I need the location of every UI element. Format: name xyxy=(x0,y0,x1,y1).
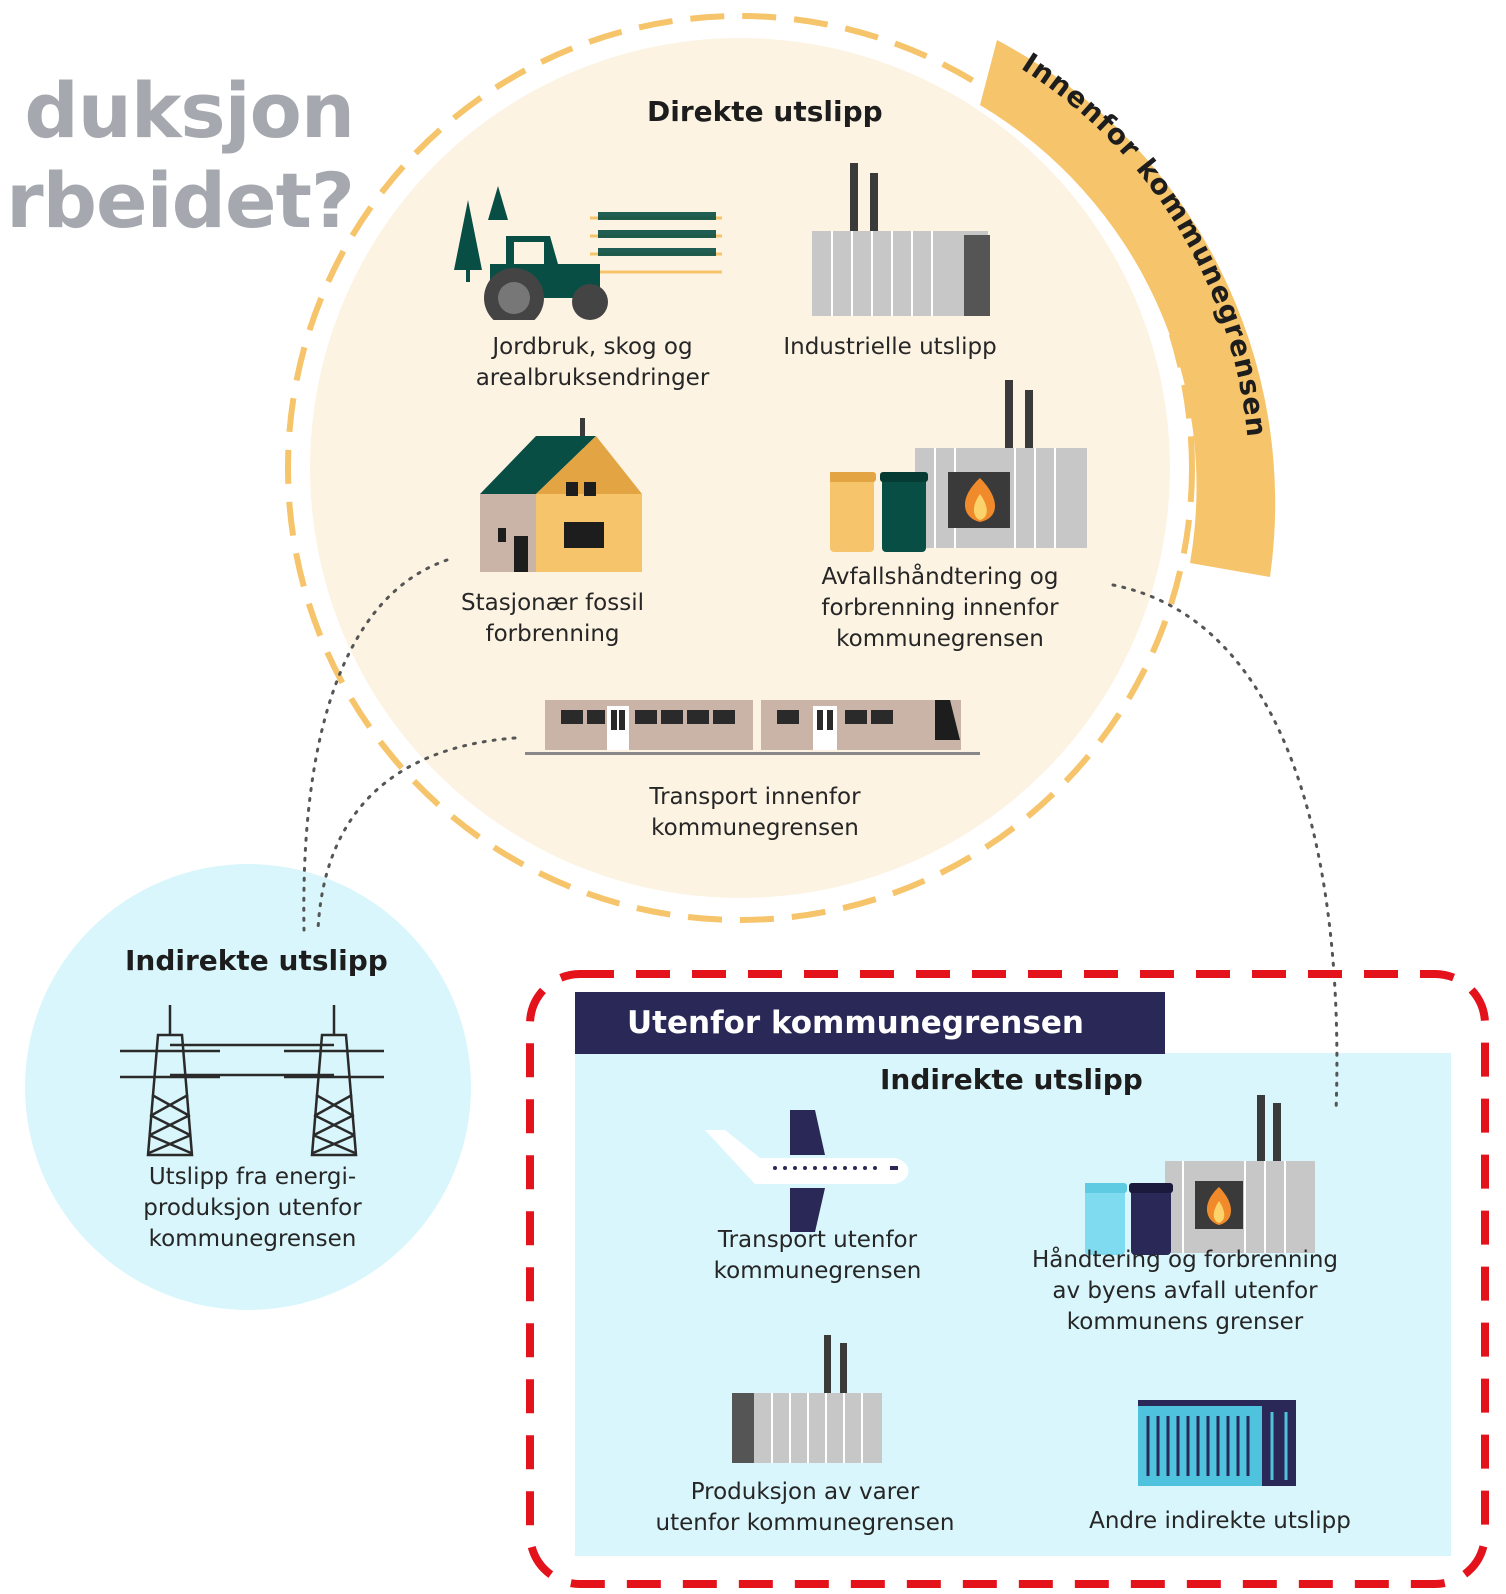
waste-incinerator-icon xyxy=(830,380,1087,552)
heading-line-1: duksjon xyxy=(24,66,355,155)
shipping-container-icon xyxy=(1138,1400,1296,1486)
agriculture-label: Jordbruk, skog og arealbruksendringer xyxy=(475,334,710,391)
train-icon xyxy=(525,700,980,755)
goods-production-label: Produksjon av varer utenfor kommunegrens… xyxy=(655,1479,955,1536)
energy-title: Indirekte utslipp xyxy=(125,944,388,977)
transport-inside-label: Transport innenfor kommunegrensen xyxy=(649,784,861,841)
factory-icon xyxy=(812,163,990,316)
waste-outside-label: Håndtering og forbrenning av byens avfal… xyxy=(1031,1247,1339,1335)
boundary-ribbon xyxy=(980,40,1276,577)
outside-title: Indirekte utslipp xyxy=(880,1063,1143,1096)
waste-inside-label: Avfallshåndtering og forbrenning innenfo… xyxy=(821,564,1059,652)
outside-band: Utenfor kommunegrensen xyxy=(575,992,1165,1054)
house-icon xyxy=(480,418,642,572)
airplane-icon xyxy=(705,1110,909,1232)
stationary-combustion-label: Stasjonær fossil forbrenning xyxy=(460,590,644,647)
highlight-dashed-frame xyxy=(526,970,1489,1588)
page-heading: duksjon rbeidet? xyxy=(6,66,355,246)
inside-boundary-dashed-circle xyxy=(285,13,1195,923)
power-line-icon xyxy=(120,1005,384,1157)
goods-factory-icon xyxy=(732,1335,882,1463)
other-indirect-label: Andre indirekte utslipp xyxy=(1089,1508,1351,1534)
direct-emissions-title: Direkte utslipp xyxy=(647,95,883,128)
connector-waste-to-outside xyxy=(1111,583,1339,1114)
energy-circle xyxy=(25,864,471,1310)
heading-line-2: rbeidet? xyxy=(6,156,355,245)
transport-outside-label: Transport utenfor kommunegrensen xyxy=(713,1227,922,1284)
tractor-icon xyxy=(454,186,722,320)
connector-train-to-energy xyxy=(316,736,517,932)
energy-label: Utslipp fra energi- produksjon utenfor k… xyxy=(143,1164,362,1252)
waste-incinerator-outside-icon xyxy=(1085,1095,1315,1255)
industry-label: Industrielle utslipp xyxy=(783,334,997,360)
